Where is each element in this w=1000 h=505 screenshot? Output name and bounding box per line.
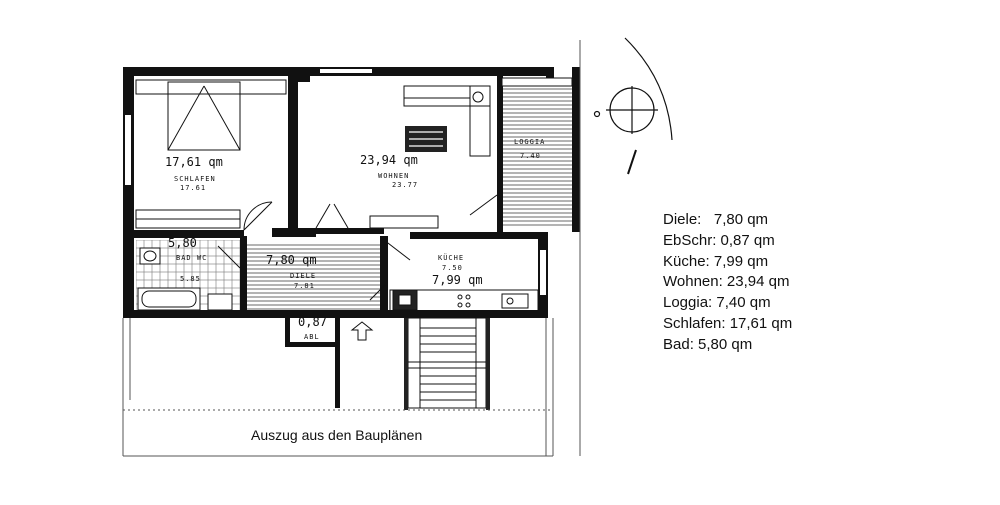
bad-hand-label: BAD WC	[176, 254, 207, 262]
legend-item: Schlafen: 17,61 qm	[663, 314, 793, 332]
plan-caption: Auszug aus den Bauplänen	[251, 427, 422, 443]
legend-item: Bad: 5,80 qm	[663, 335, 753, 353]
schlafen-hand-area: 17.61	[180, 184, 206, 192]
wohnen-area: 23,94 qm	[360, 153, 418, 167]
wohnen-hand-label: WOHNEN	[378, 172, 409, 180]
legend-item: Küche: 7,99 qm	[663, 252, 769, 270]
diele-area: 7,80 qm	[266, 253, 317, 267]
legend-item: Wohnen: 23,94 qm	[663, 273, 790, 291]
interior-walls	[134, 76, 540, 408]
ebschr-area: 0,87	[298, 315, 327, 329]
loggia-hand-area: 7.40	[520, 152, 541, 160]
north-arrow-icon	[593, 37, 673, 175]
rug-pattern	[409, 131, 443, 147]
tv-cabinet	[369, 215, 439, 229]
diele-hand-label: DIELE	[290, 272, 316, 280]
sofa	[403, 85, 491, 157]
window-left	[125, 115, 131, 185]
kitchen-counter	[389, 289, 539, 313]
legend-item: Diele: 7,80 qm	[663, 211, 769, 228]
legend-item: EbSchr: 0,87 qm	[663, 231, 775, 249]
loggia-floor-hatch	[502, 82, 572, 228]
loggia-hand-label: LOGGIA	[514, 138, 545, 146]
diele-floor-hatch	[246, 242, 384, 312]
loggia-railing	[501, 77, 573, 87]
area-legend: Diele: 7,80 qm EbSchr: 0,87 qm Küche: 7,…	[663, 210, 792, 356]
kueche-hand-label: KÜCHE	[438, 253, 464, 262]
kueche-hand-area: 7.50	[442, 264, 463, 272]
entrance-arrow-icon	[350, 321, 374, 341]
schlafen-hand-label: SCHLAFEN	[174, 175, 216, 183]
lower-building-outline	[122, 40, 581, 457]
kueche-area: 7,99 qm	[432, 273, 483, 287]
stairwell-walls	[404, 318, 490, 410]
bathroom-fixtures	[137, 247, 233, 311]
legend-item: Loggia: 7,40 qm	[663, 294, 771, 312]
wohnen-hand-area: 23.77	[392, 181, 418, 189]
bad-area: 5,80	[168, 236, 197, 250]
ebschr-hand-label: ABL	[304, 333, 320, 341]
staircase	[407, 317, 487, 409]
bed	[135, 79, 287, 229]
window-right	[540, 250, 546, 295]
diele-hand-area: 7.81	[294, 282, 315, 290]
window-top	[320, 69, 372, 73]
bad-hand-area: 5.85	[180, 275, 201, 283]
doors	[217, 194, 498, 301]
schlafen-area: 17,61 qm	[165, 155, 223, 169]
